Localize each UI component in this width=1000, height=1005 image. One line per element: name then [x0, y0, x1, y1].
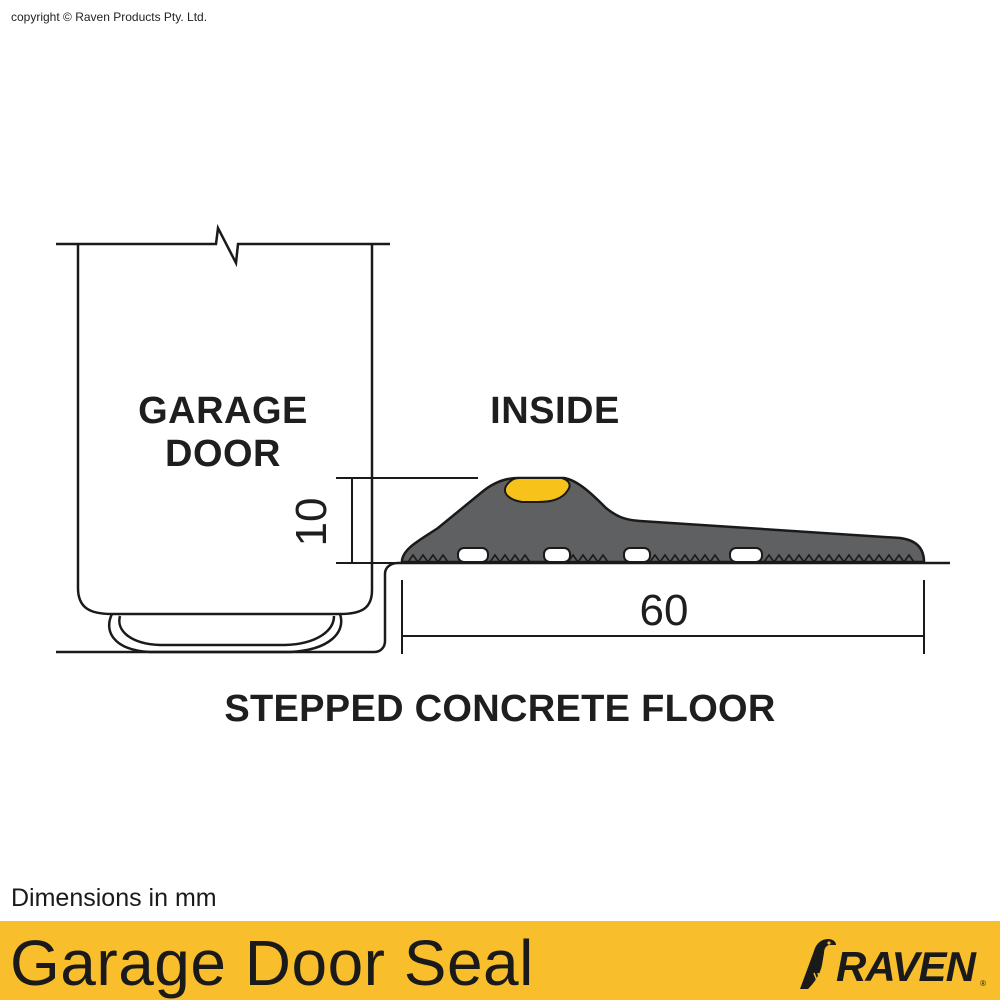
brand-name: RAVEN: [836, 943, 976, 990]
raven-logo: RAVEN ®: [796, 931, 988, 991]
door-bottom-seal: [107, 613, 343, 654]
height-dimension-lines: [336, 477, 478, 564]
threshold-seal-profile: [400, 476, 926, 564]
product-title: Garage Door Seal: [10, 927, 534, 999]
stepped-floor-outline: [56, 561, 950, 654]
garage-door-outline: [56, 223, 390, 616]
registered-mark: ®: [980, 979, 986, 988]
height-dimension-value: 10: [287, 497, 336, 547]
floor-label: STEPPED CONCRETE FLOOR: [224, 688, 776, 730]
raven-bird-icon: [800, 939, 836, 989]
copyright-notice: copyright © Raven Products Pty. Ltd.: [11, 10, 208, 24]
units-note: Dimensions in mm: [11, 884, 217, 912]
garage-label-line2: DOOR: [165, 432, 281, 475]
garage-label-line1: GARAGE: [138, 390, 308, 432]
yellow-insert: [504, 477, 571, 503]
title-banner: Garage Door Seal RAVEN ®: [0, 921, 1000, 1000]
inside-label: INSIDE: [490, 390, 620, 432]
garage-door-label: GARAGE DOOR: [110, 390, 336, 475]
width-dimension-lines: [401, 580, 925, 654]
width-dimension-value: 60: [639, 586, 689, 635]
